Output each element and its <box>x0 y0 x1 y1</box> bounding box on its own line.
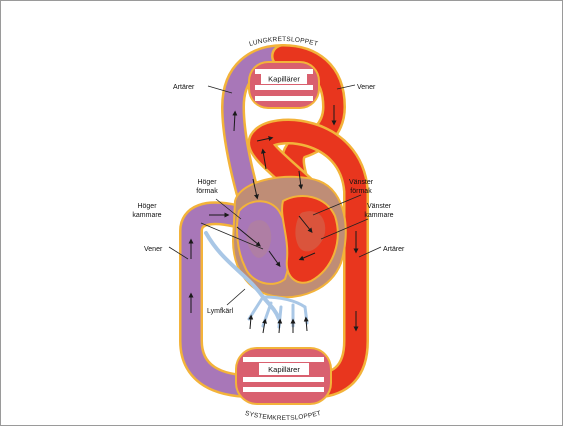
body-capillaries-label: Kapillärer <box>268 365 300 374</box>
left-ventricle-label-line1: Vänster <box>367 203 392 210</box>
right-ventricle-label-line2: kammare <box>132 212 161 219</box>
arteries-label-right: Artärer <box>383 246 405 253</box>
right-atrium-label-line2: förmak <box>196 188 218 195</box>
systemic-circuit-title: SYSTEMKRETSLOPPET <box>244 410 322 422</box>
right-ventricle-label-line1: Höger <box>137 203 157 210</box>
arteries-label-top-left: Artärer <box>173 84 195 91</box>
veins-label-top-right: Vener <box>357 84 376 91</box>
veins-label-left: Vener <box>144 246 163 253</box>
lung-capillaries-label: Kapillärer <box>268 75 300 84</box>
right-atrium-label-line1: Höger <box>197 179 217 186</box>
left-ventricle-label-line2: kammare <box>364 212 393 219</box>
lymph-vessels-label: Lymfkärl <box>207 308 234 315</box>
left-atrium-label-line2: förmak <box>350 188 372 195</box>
left-atrium-label-line1: Vänster <box>349 179 374 186</box>
